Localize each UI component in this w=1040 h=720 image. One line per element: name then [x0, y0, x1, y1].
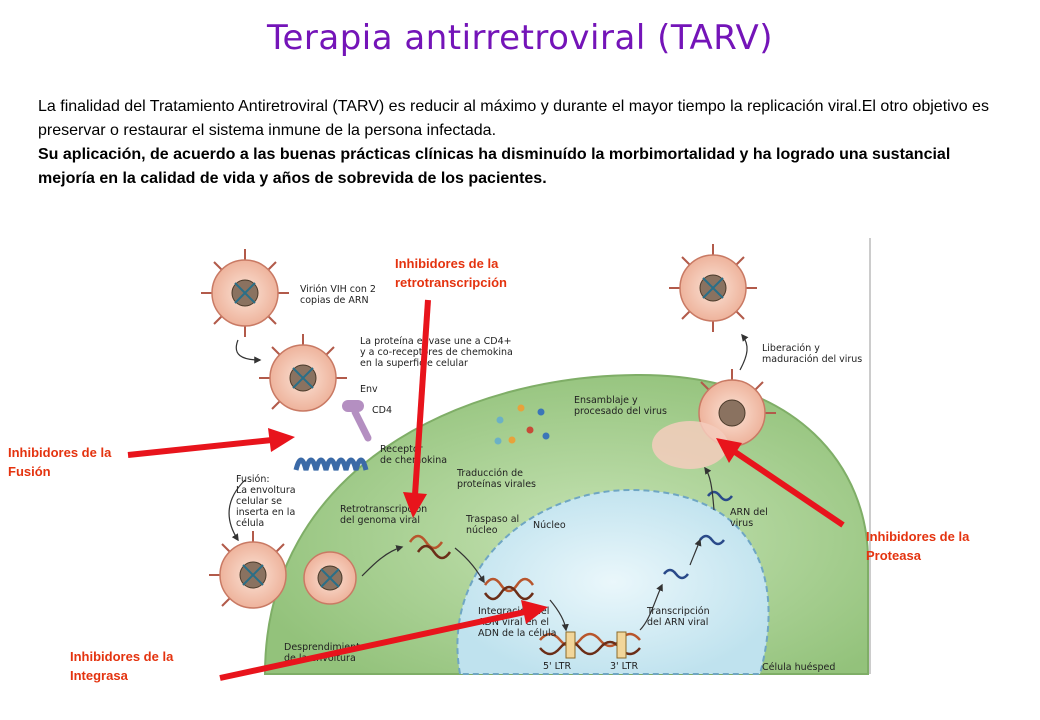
fusion-inhibitor-label: Inhibidores de la Fusión	[8, 445, 112, 479]
intro-text: La finalidad del Tratamiento Antiretrovi…	[38, 95, 998, 191]
retrotranscription-inhibitor-arrow	[403, 299, 431, 518]
uncoating-capsid-icon	[303, 551, 357, 605]
retrotranscription-inhibitor-label: Inhibidores de la retrotranscripción	[395, 256, 507, 290]
label-cd4: CD4	[372, 405, 392, 416]
released-virion-icon	[669, 244, 757, 332]
assembling-virion-icon	[652, 421, 728, 469]
process-arrows	[228, 333, 749, 632]
fusion-inhibitor-arrow	[127, 428, 295, 458]
nucleus	[456, 488, 770, 675]
label-ltr5: 5' LTR	[543, 661, 571, 672]
fusing-virion-icon	[209, 531, 287, 609]
cd4-receptor-icon	[293, 400, 372, 471]
ltr-markers	[565, 631, 627, 659]
label-ltr3: 3' LTR	[610, 661, 638, 672]
attaching-virion-icon	[259, 334, 347, 412]
label-celula: Célula huésped	[762, 662, 835, 673]
label-envelope: La proteína envase une a CD4+y a co-rece…	[360, 336, 513, 369]
integrase-inhibitor-label: Inhibidores de la Integrasa	[70, 649, 174, 683]
label-nucleo: Núcleo	[533, 520, 566, 531]
intro-paragraph-2: Su aplicación, de acuerdo a las buenas p…	[38, 146, 951, 187]
inhibitor-arrows	[127, 299, 845, 681]
viral-protein-icons	[494, 404, 550, 445]
protease-inhibitor-arrow	[716, 438, 845, 528]
page-title: Terapia antirretroviral (TARV)	[266, 18, 774, 58]
virion-icon	[201, 249, 289, 337]
label-env: Env	[360, 384, 378, 395]
protease-inhibitor-label: Inhibidores de la Proteasa	[866, 529, 970, 563]
intro-paragraph-1: La finalidad del Tratamiento Antiretrovi…	[38, 98, 989, 139]
integrase-inhibitor-arrow	[219, 600, 548, 681]
